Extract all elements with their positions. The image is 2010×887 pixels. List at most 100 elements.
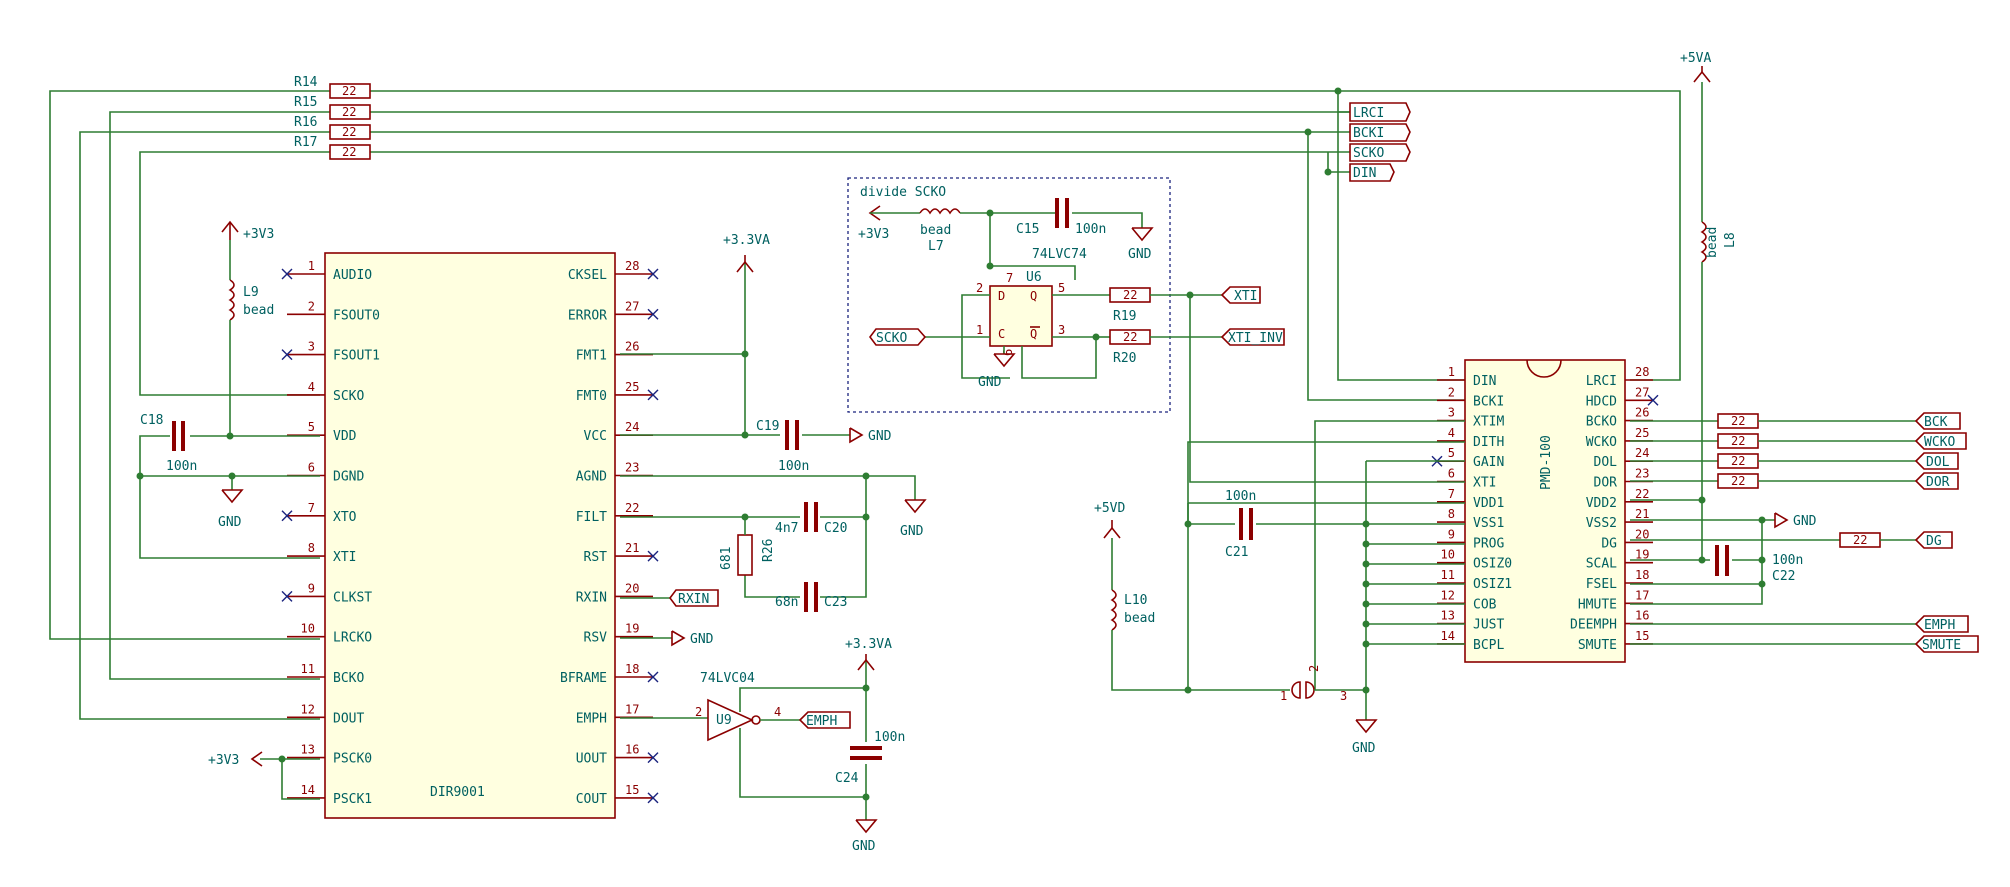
pin-name: BCKO bbox=[1586, 415, 1617, 430]
no-connect-icon bbox=[281, 510, 293, 522]
u9-inverter: EMPH U9 74LVC04 2 4 +3.3VA GND 100n C24 bbox=[620, 637, 905, 854]
pin-number: 6 bbox=[1448, 467, 1455, 481]
svg-text:22: 22 bbox=[1731, 454, 1745, 468]
pin-name: VDD1 bbox=[1473, 496, 1504, 511]
l7-ref: L7 bbox=[928, 239, 944, 254]
svg-text:5: 5 bbox=[1058, 281, 1065, 295]
svg-text:22: 22 bbox=[1731, 434, 1745, 448]
l9-bead-circuit: +3V3 L9 bead bbox=[221, 220, 274, 440]
svg-text:6: 6 bbox=[1001, 349, 1015, 356]
pin-name: OSIZ1 bbox=[1473, 577, 1512, 592]
agnd-filt-circuit: GND 4n7 C20 68n C23 681 R26 bbox=[620, 472, 927, 612]
pin-number: 8 bbox=[1448, 507, 1455, 521]
c18-value: 100n bbox=[166, 459, 197, 474]
svg-text:22: 22 bbox=[1731, 414, 1745, 428]
resistor-r17: R17 22 bbox=[294, 135, 371, 160]
psck-power: +3V3 bbox=[208, 753, 239, 768]
pin-number: 26 bbox=[625, 340, 639, 354]
gnd-dgnd-label: GND bbox=[218, 515, 242, 530]
pin-number: 13 bbox=[301, 743, 315, 757]
pin-number: 24 bbox=[625, 420, 639, 434]
divide-scko-frame: divide SCKO GND +3V3 bead L7 C15 100n 74… bbox=[847, 177, 1171, 413]
svg-text:DG: DG bbox=[1926, 534, 1942, 549]
pin-number: 25 bbox=[1635, 426, 1649, 440]
pin-name: PROG bbox=[1473, 536, 1504, 551]
rsv-gnd: GND bbox=[620, 630, 714, 647]
pin-name: BCKO bbox=[333, 671, 364, 686]
net-label-scko-top: SCKO bbox=[1349, 143, 1411, 162]
svg-text:2: 2 bbox=[695, 705, 702, 719]
no-connect-icon bbox=[281, 268, 293, 280]
svg-text:EMPH: EMPH bbox=[806, 714, 837, 729]
svg-text:22: 22 bbox=[1853, 533, 1867, 547]
net-label-din: DIN bbox=[1349, 163, 1395, 182]
svg-text:GND: GND bbox=[690, 632, 714, 647]
pin-name: AGND bbox=[576, 470, 607, 485]
rxin-net: RXIN bbox=[620, 589, 719, 607]
svg-text:4: 4 bbox=[774, 705, 781, 719]
pmd100-name: PMD-100 bbox=[1539, 435, 1554, 490]
pin-number: 1 bbox=[308, 259, 315, 273]
pin-number: 10 bbox=[1441, 548, 1455, 562]
pin-name: DITH bbox=[1473, 435, 1504, 450]
pin-name: DG bbox=[1601, 536, 1617, 551]
pin-number: 26 bbox=[1635, 406, 1649, 420]
r20-ref: R20 bbox=[1113, 351, 1136, 366]
l9-ref: L9 bbox=[243, 285, 259, 300]
pin-number: 15 bbox=[1635, 629, 1649, 643]
pin-name: COUT bbox=[576, 792, 607, 807]
ic-pmd100: PMD-100 1DIN2BCKI3XTIM4DITH5GAIN6XTI7VDD… bbox=[1431, 359, 1659, 663]
pin-name: SCAL bbox=[1586, 557, 1617, 572]
pin-number: 9 bbox=[1448, 527, 1455, 541]
pin-number: 23 bbox=[625, 461, 639, 475]
svg-text:3: 3 bbox=[1340, 689, 1347, 703]
c22-value: 100n bbox=[1772, 553, 1803, 568]
pin-name: VDD2 bbox=[1586, 496, 1617, 511]
no-connect-icon bbox=[647, 671, 659, 683]
svg-text:DIN: DIN bbox=[1353, 166, 1376, 181]
svg-text:+5VA: +5VA bbox=[1680, 51, 1711, 66]
pin-number: 3 bbox=[308, 340, 315, 354]
u9-value: 74LVC04 bbox=[700, 671, 755, 686]
pin-name: ERROR bbox=[568, 308, 607, 323]
svg-text:GND: GND bbox=[852, 839, 876, 854]
pin-number: 19 bbox=[625, 622, 639, 636]
resistor-r16: R16 22 bbox=[294, 115, 371, 140]
svg-text:22: 22 bbox=[1731, 474, 1745, 488]
pin-name: FSOUT1 bbox=[333, 349, 380, 364]
svg-text:GND: GND bbox=[1352, 741, 1376, 756]
pin-name: HMUTE bbox=[1578, 597, 1617, 612]
ic-dir9001: DIR9001 1AUDIO2FSOUT03FSOUT14SCKO5VDD6DG… bbox=[281, 252, 659, 819]
svg-text:+5VD: +5VD bbox=[1094, 501, 1125, 516]
svg-text:Q: Q bbox=[1030, 327, 1037, 341]
pin-number: 5 bbox=[1448, 446, 1455, 460]
vcc-33va-circuit: +3.3VA GND C19 100n bbox=[620, 233, 892, 474]
agnd-gnd: GND bbox=[900, 524, 924, 539]
pin-number: 28 bbox=[1635, 365, 1649, 379]
c21-value: 100n bbox=[1225, 489, 1256, 504]
pin-number: 27 bbox=[1635, 385, 1649, 399]
pin-name: FSEL bbox=[1586, 577, 1617, 592]
l10-5vd-circuit: +5VD L10 bead 1 2 3 bbox=[1094, 501, 1366, 703]
svg-text:BCKI: BCKI bbox=[1353, 126, 1384, 141]
pin-name: VCC bbox=[584, 429, 607, 444]
pin-name: JUST bbox=[1473, 618, 1504, 633]
svg-text:WCKO: WCKO bbox=[1924, 435, 1955, 450]
pin-name: VDD bbox=[333, 429, 357, 444]
svg-text:SCKO: SCKO bbox=[1353, 146, 1384, 161]
r19-ref: R19 bbox=[1113, 309, 1136, 324]
pin-name: XTI bbox=[1473, 476, 1496, 491]
c24-ref: C24 bbox=[835, 771, 859, 786]
pin-name: XTI bbox=[333, 550, 356, 565]
resistor-r15: R15 22 bbox=[294, 95, 371, 120]
pin-name: PSCK0 bbox=[333, 752, 372, 767]
svg-text:BCK: BCK bbox=[1924, 415, 1948, 430]
pin-number: 7 bbox=[1448, 487, 1455, 501]
c23-value: 68n bbox=[775, 595, 798, 610]
pin-name: CKSEL bbox=[568, 268, 607, 283]
pin-name: OSIZ0 bbox=[1473, 557, 1512, 572]
net-label-bcki: BCKI bbox=[1349, 123, 1411, 142]
pin-name: DIN bbox=[1473, 374, 1496, 389]
r15-ref: R15 bbox=[294, 95, 317, 110]
c23-ref: C23 bbox=[824, 595, 847, 610]
